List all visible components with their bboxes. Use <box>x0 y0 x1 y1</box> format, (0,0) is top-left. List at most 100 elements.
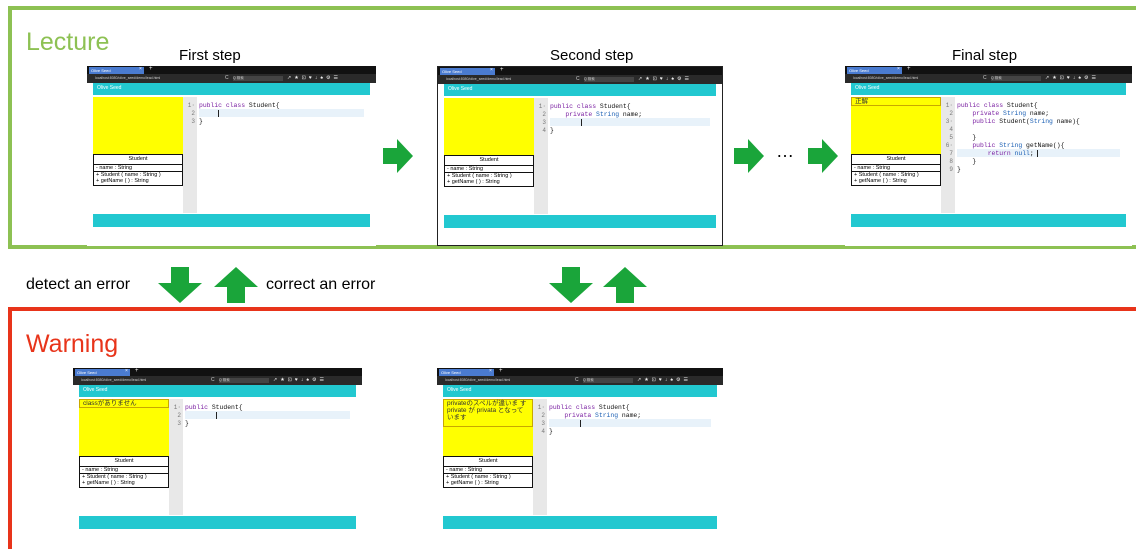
uml-attribute: - name : String <box>852 165 940 172</box>
toolbar-icons[interactable]: ↗★⊡♥↓♠⚙☰ <box>637 377 691 383</box>
new-tab-icon[interactable]: + <box>149 66 153 72</box>
new-tab-icon[interactable]: + <box>499 368 503 374</box>
line-number: 4 <box>949 126 953 133</box>
code-line: private String name; <box>972 110 1050 117</box>
code-editor[interactable]: public Student{ } <box>185 399 356 515</box>
screenshot-warning-misspelled-private: Olive Seed × + localhost:8080/olive_seed… <box>437 368 723 546</box>
app-footer <box>79 516 356 529</box>
uml-attribute: - name : String <box>80 467 168 474</box>
text-cursor <box>216 412 217 419</box>
line-number: 1· <box>945 102 953 109</box>
app-header: Olive Seed <box>444 84 716 96</box>
feedback-panel: 正解 <box>851 97 941 154</box>
current-line-highlight <box>199 109 364 117</box>
browser-search-field[interactable]: Q 検索 <box>583 378 633 383</box>
toolbar-icons[interactable]: ↗★⊡♥↓♠⚙☰ <box>287 75 341 81</box>
tab-close-icon[interactable]: × <box>489 368 492 374</box>
uml-operation: + getName ( ) : String <box>854 178 907 184</box>
first-step-title: First step <box>179 47 241 64</box>
uml-operation: + Student ( name : String ) <box>446 474 511 480</box>
browser-tab[interactable]: Olive Seed <box>75 369 130 376</box>
screenshot-first-step: Olive Seed × + localhost:8080/olive_seed… <box>87 66 376 246</box>
browser-addressbar: localhost:8080/olive_seed/demo/lead.html… <box>437 376 723 385</box>
browser-search-field[interactable]: Q 検索 <box>991 76 1041 81</box>
browser-search-field[interactable]: Q 検索 <box>584 77 634 82</box>
tab-close-icon[interactable]: × <box>139 66 142 72</box>
uml-class-name: Student <box>852 155 940 165</box>
browser-tab[interactable]: Olive Seed <box>440 68 495 75</box>
browser-addressbar: localhost:8080/olive_seed/demo/lead.html… <box>845 74 1132 83</box>
browser-search-field[interactable]: Q 検索 <box>219 378 269 383</box>
line-number: 2 <box>177 412 181 419</box>
browser-search-field[interactable]: Q 検索 <box>233 76 283 81</box>
feedback-panel <box>444 98 534 155</box>
code-editor[interactable]: public class Student{ private String nam… <box>957 97 1126 213</box>
browser-tabbar: Olive Seed × + <box>73 368 362 376</box>
lecture-title: Lecture <box>26 28 110 56</box>
reload-icon[interactable]: C <box>211 377 215 383</box>
line-number: 3 <box>177 420 181 427</box>
text-cursor <box>218 110 219 117</box>
uml-operation: + Student ( name : String ) <box>854 172 919 178</box>
url-field[interactable]: localhost:8080/olive_seed/demo/lead.html <box>95 76 161 80</box>
uml-class-name: Student <box>80 457 168 467</box>
line-number: 2 <box>949 110 953 117</box>
uml-class-box: Student - name : String + Student ( name… <box>444 155 534 187</box>
uml-attribute: - name : String <box>444 467 532 474</box>
feedback-panel <box>93 97 183 154</box>
reload-icon[interactable]: C <box>225 75 229 81</box>
code-line: public String getName(){ <box>972 142 1065 149</box>
tab-close-icon[interactable]: × <box>490 67 493 73</box>
url-field[interactable]: localhost:8080/olive_seed/demo/lead.html <box>445 378 511 382</box>
feedback-panel: classがありません <box>79 399 169 456</box>
uml-attribute: - name : String <box>94 165 182 172</box>
code-editor[interactable]: public class Student{ privata String nam… <box>549 399 717 515</box>
line-number: 5 <box>949 134 953 141</box>
uml-class-name: Student <box>445 156 533 166</box>
line-number: 2 <box>542 111 546 118</box>
toolbar-icons[interactable]: ↗★⊡♥↓♠⚙☰ <box>1045 75 1099 81</box>
url-field[interactable]: localhost:8080/olive_seed/demo/lead.html <box>81 378 147 382</box>
browser-addressbar: localhost:8080/olive_seed/demo/lead.html… <box>438 75 722 84</box>
down-arrow-icon <box>158 267 202 303</box>
reload-icon[interactable]: C <box>983 75 987 81</box>
code-line: return null; <box>987 150 1034 157</box>
browser-tabbar: Olive Seed × + <box>845 66 1132 74</box>
screenshot-final-step: Olive Seed × + localhost:8080/olive_seed… <box>845 66 1132 246</box>
reload-icon[interactable]: C <box>575 377 579 383</box>
line-number: 6· <box>945 142 953 149</box>
reload-icon[interactable]: C <box>576 76 580 82</box>
line-number: 1· <box>173 404 181 411</box>
uml-class-name: Student <box>444 457 532 467</box>
new-tab-icon[interactable]: + <box>135 368 139 374</box>
text-cursor <box>581 119 582 126</box>
code-line: public class Student{ <box>199 102 280 109</box>
app-footer <box>443 516 717 529</box>
uml-operation: + getName ( ) : String <box>446 480 499 486</box>
right-arrow-icon <box>734 139 764 173</box>
down-arrow-icon <box>549 267 593 303</box>
url-field[interactable]: localhost:8080/olive_seed/demo/lead.html <box>446 77 512 81</box>
url-field[interactable]: localhost:8080/olive_seed/demo/lead.html <box>853 76 919 80</box>
browser-tab[interactable]: Olive Seed <box>89 67 144 74</box>
current-line-highlight <box>185 411 350 419</box>
feedback-message: privateのスペルが違いま す private が privata となって… <box>443 399 533 427</box>
code-line: public Student{ <box>185 404 243 411</box>
tab-close-icon[interactable]: × <box>897 66 900 72</box>
code-editor[interactable]: public class Student{ } <box>199 97 370 213</box>
code-editor[interactable]: public class Student{ private String nam… <box>550 98 716 214</box>
browser-tab[interactable]: Olive Seed <box>847 67 902 74</box>
up-arrow-icon <box>214 267 258 303</box>
code-line: } <box>957 166 961 173</box>
line-number: 3· <box>945 118 953 125</box>
uml-operation: + Student ( name : String ) <box>96 172 161 178</box>
tab-close-icon[interactable]: × <box>125 368 128 374</box>
new-tab-icon[interactable]: + <box>500 67 504 73</box>
new-tab-icon[interactable]: + <box>907 66 911 72</box>
toolbar-icons[interactable]: ↗★⊡♥↓♠⚙☰ <box>273 377 327 383</box>
browser-tab[interactable]: Olive Seed <box>439 369 494 376</box>
browser-addressbar: localhost:8080/olive_seed/demo/lead.html… <box>87 74 376 83</box>
current-line-highlight <box>549 419 711 427</box>
uml-operation: + getName ( ) : String <box>96 178 149 184</box>
toolbar-icons[interactable]: ↗★⊡♥↓♠⚙☰ <box>638 76 692 82</box>
